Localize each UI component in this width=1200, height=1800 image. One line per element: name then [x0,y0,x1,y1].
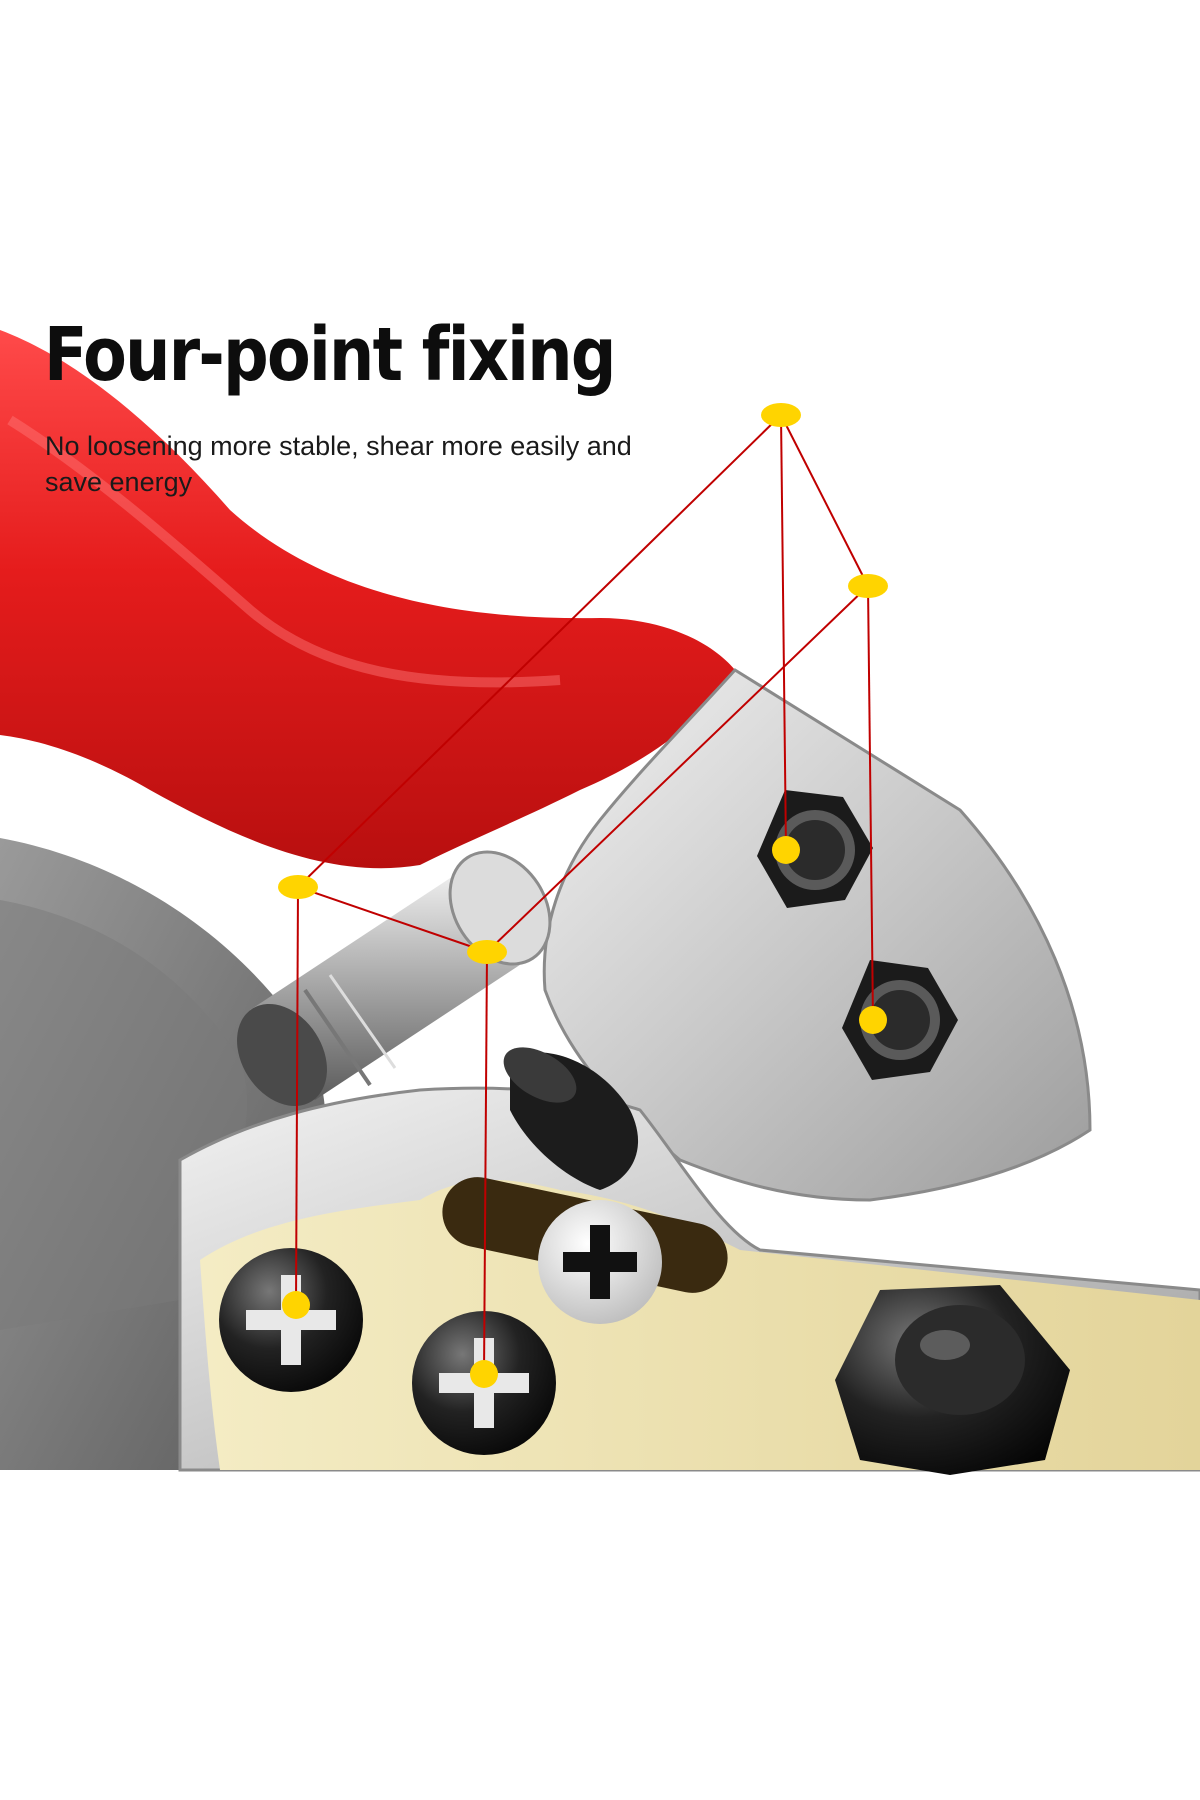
subtitle: No loosening more stable, shear more eas… [45,431,632,497]
red-handle [0,330,735,869]
spring-roller [503,1047,639,1190]
marker-screw-left [282,1291,310,1319]
pivot-cylinder [237,850,552,1107]
headline: Four-point fixing [44,312,616,398]
black-cap-nut [835,1285,1070,1475]
marker-screw-center [470,1360,498,1388]
fixing-point-markers [278,403,888,1388]
marker-top-right [848,574,888,598]
marker-hex-bolt-bottom [859,1006,887,1034]
upper-steel-jaw [542,668,1092,1202]
leader-lines [295,414,874,1375]
marker-top-center [761,403,801,427]
phillips-screw-left [219,1248,363,1392]
marker-hex-bolt-top [772,836,800,864]
marker-left [278,875,318,899]
marker-center [467,940,507,964]
white-phillips-screw [538,1200,662,1324]
hex-bolt-bottom [842,960,958,1080]
